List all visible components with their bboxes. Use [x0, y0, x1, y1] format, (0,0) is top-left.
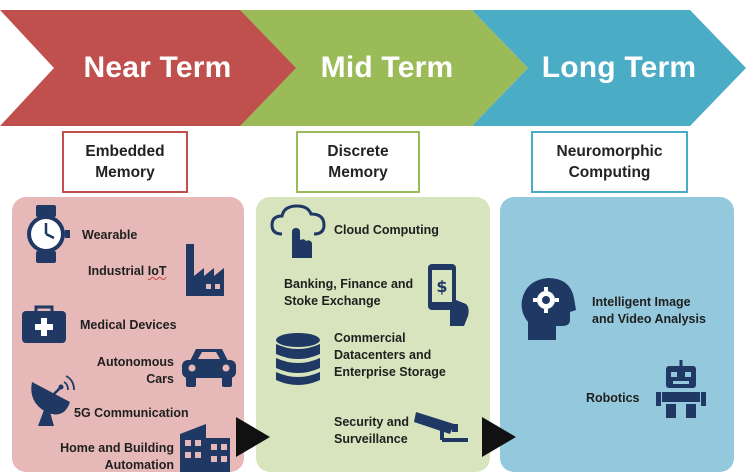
stage-long-term: Long Term — [472, 10, 746, 126]
tier-embedded-line2: Memory — [95, 164, 155, 181]
building-icon — [176, 420, 232, 472]
tier-neuromorphic-line2: Computing — [568, 164, 651, 181]
cloud-touch-icon — [270, 202, 332, 260]
long-term-chevron-shape — [472, 10, 746, 126]
tier-discrete-line2: Memory — [328, 164, 388, 181]
database-icon — [274, 332, 322, 388]
mid-term-chevron-shape — [240, 10, 528, 126]
security-camera-icon — [414, 408, 470, 446]
cloud-computing-label: Cloud Computing — [334, 223, 439, 237]
home-line2: Automation — [104, 458, 174, 472]
security-line1: Security and — [334, 415, 410, 429]
head-gear-icon — [520, 276, 576, 340]
intelligent-image-label: Intelligent Image and Video Analysis — [592, 294, 706, 328]
robot-icon — [656, 360, 706, 418]
svg-text:$: $ — [436, 277, 447, 296]
long-term-label: Long Term — [541, 51, 697, 84]
near-term-label: Near Term — [83, 51, 232, 84]
factory-icon — [184, 244, 230, 296]
autonomous-cars-label: Autonomous Cars — [84, 354, 174, 388]
play-arrow-icon — [236, 417, 272, 457]
industrial-iot-text: Industrial IoT — [88, 264, 167, 278]
image-line1: Intelligent Image — [592, 295, 691, 309]
security-surveillance-label: Security and Surveillance — [334, 414, 409, 448]
image-line2: and Video Analysis — [592, 312, 706, 326]
autonomous-line1: Autonomous — [96, 355, 174, 369]
commercial-line3: Enterprise Storage — [334, 365, 446, 379]
tier-embedded-line1: Embedded — [85, 143, 165, 160]
iot-spellcheck-underline: IoT — [147, 264, 167, 278]
stage-near-term: Near Term — [0, 10, 302, 126]
mobile-payment-icon: $ — [424, 262, 470, 326]
industrial-iot-label: Industrial IoT — [88, 263, 166, 280]
stage-mid-term: Mid Term — [240, 10, 530, 126]
fiveg-communication-label: 5G Communication — [74, 406, 189, 420]
satellite-dish-icon — [26, 372, 76, 426]
mid-term-label: Mid Term — [320, 51, 454, 84]
robotics-label: Robotics — [586, 391, 640, 405]
medical-kit-icon — [22, 305, 66, 343]
car-icon — [180, 347, 238, 389]
home-line1: Home and Building — [60, 441, 174, 455]
play-arrow-icon-2 — [482, 417, 518, 457]
wearable-label: Wearable — [82, 228, 138, 242]
watch-icon — [24, 205, 72, 263]
banking-line2: Stoke Exchange — [284, 294, 381, 308]
commercial-line2: Datacenters and — [334, 348, 432, 362]
commercial-datacenters-label: Commercial Datacenters and Enterprise St… — [334, 330, 446, 381]
autonomous-line2: Cars — [146, 372, 174, 386]
tier-neuromorphic-line1: Neuromorphic — [556, 143, 663, 160]
tier-discrete-line1: Discrete — [327, 143, 389, 160]
commercial-line1: Commercial — [334, 331, 406, 345]
near-term-chevron-shape — [0, 10, 300, 126]
home-building-automation-label: Home and Building Automation — [46, 440, 174, 472]
banking-line1: Banking, Finance and — [284, 277, 414, 291]
security-line2: Surveillance — [334, 432, 408, 446]
medical-devices-label: Medical Devices — [80, 318, 177, 332]
banking-label: Banking, Finance and Stoke Exchange — [284, 276, 413, 310]
